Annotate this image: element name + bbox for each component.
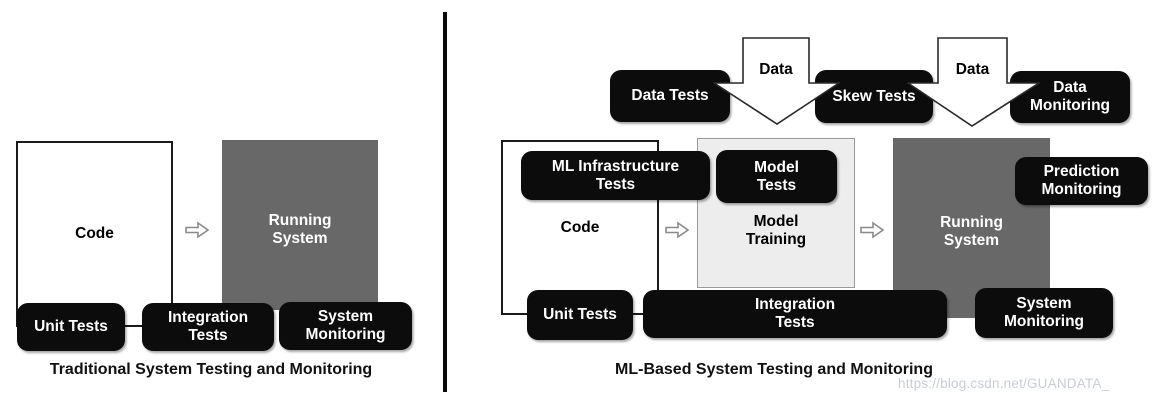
ml-infrastructure-tests-box: ML Infrastructure Tests: [521, 151, 710, 200]
watermark: https://blog.csdn.net/GUANDATA_: [898, 376, 1110, 391]
panel-divider: [443, 12, 447, 392]
data-flow-down-arrow-icon: Data: [907, 37, 1040, 127]
data-flow-down-arrow-icon: Data: [713, 37, 840, 125]
integration-tests-box-ml: Integration Tests: [643, 290, 947, 338]
flow-arrow-icon: [664, 221, 690, 239]
unit-tests-box-ml: Unit Tests: [527, 290, 633, 340]
flow-arrow-icon: [859, 221, 885, 239]
data-monitoring-box: Data Monitoring: [1010, 71, 1130, 123]
data-arrow-label: Data: [955, 61, 990, 78]
code-label: Code: [75, 225, 114, 243]
data-tests-box: Data Tests: [610, 70, 730, 122]
skew-tests-box: Skew Tests: [815, 70, 933, 123]
ml-panel-caption: ML-Based System Testing and Monitoring: [615, 361, 933, 378]
system-monitoring-box-traditional: System Monitoring: [279, 302, 412, 350]
unit-tests-box-traditional: Unit Tests: [17, 303, 125, 351]
prediction-monitoring-box: Prediction Monitoring: [1015, 157, 1148, 205]
data-arrow-label: Data: [759, 61, 793, 78]
system-monitoring-box-ml: System Monitoring: [975, 288, 1113, 338]
integration-tests-box-traditional: Integration Tests: [142, 303, 274, 351]
flow-arrow-icon: [184, 221, 210, 239]
running-system-box-traditional: Running System: [222, 140, 378, 310]
traditional-panel-caption: Traditional System Testing and Monitorin…: [49, 361, 373, 378]
model-tests-box: Model Tests: [716, 150, 837, 203]
code-box-traditional: Code: [16, 141, 173, 327]
